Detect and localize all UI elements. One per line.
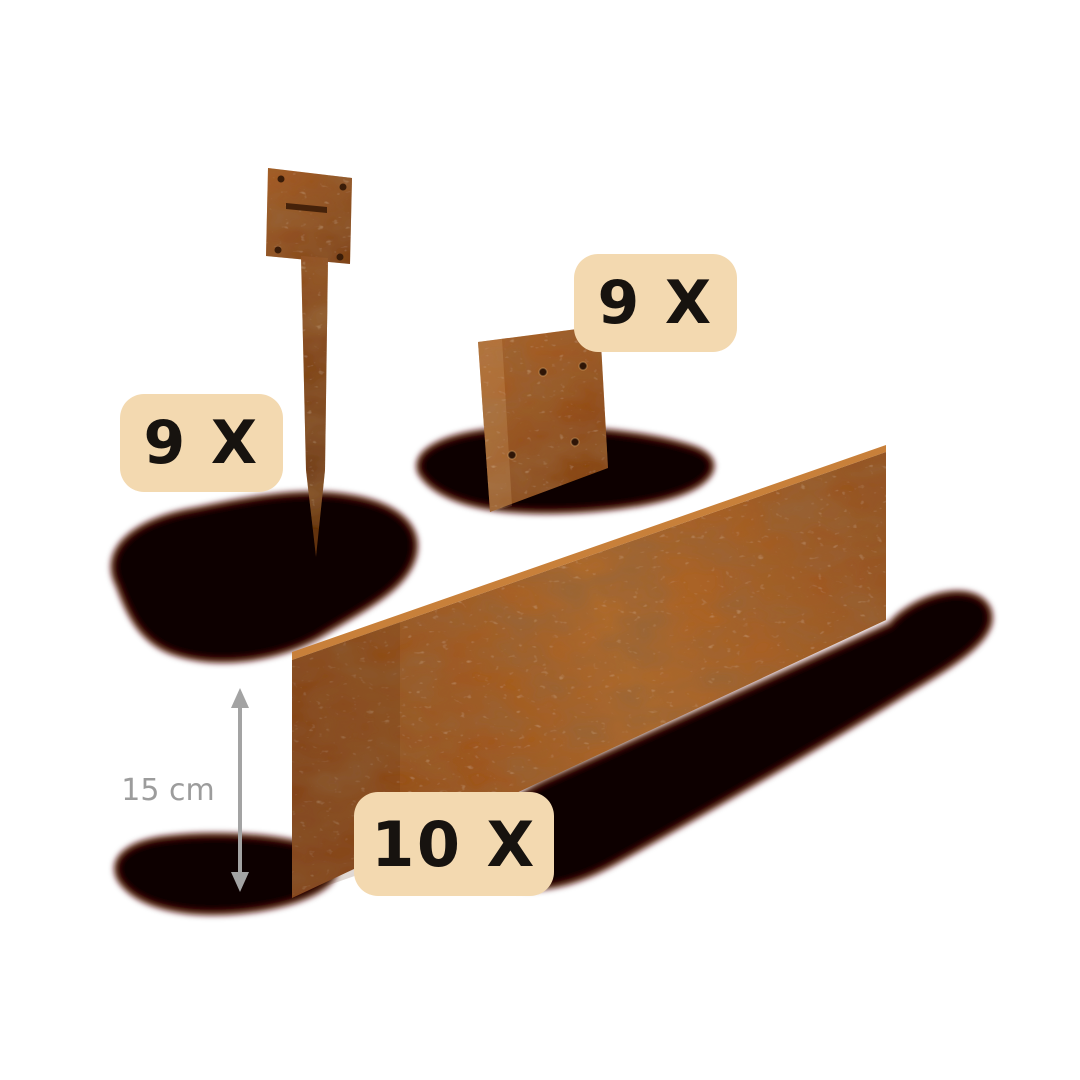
stake-hole xyxy=(339,183,347,191)
ground-stake xyxy=(266,168,352,557)
stake-spike xyxy=(301,256,328,557)
connector-hole xyxy=(507,450,517,460)
badge-stake-count: 9 X xyxy=(120,394,283,492)
stake-hole xyxy=(336,253,344,261)
arrowhead-up xyxy=(231,688,249,708)
badge-label: 10 X xyxy=(371,807,537,881)
height-dimension-arrow xyxy=(231,688,249,892)
badge-strip-count: 10 X xyxy=(354,792,554,896)
connector-plate xyxy=(478,326,608,512)
stake-hole xyxy=(274,246,282,254)
badge-connector-count: 9 X xyxy=(574,254,737,352)
stake-plate xyxy=(266,168,352,264)
arrowhead-down xyxy=(231,872,249,892)
connector-hole xyxy=(570,437,580,447)
badge-label: 9 X xyxy=(597,268,714,338)
connector-hole xyxy=(538,367,548,377)
stake-shadow xyxy=(110,490,419,664)
dimension-label: 15 cm xyxy=(121,773,215,808)
connector-fold-highlight xyxy=(478,339,512,512)
badge-label: 9 X xyxy=(143,408,260,478)
stake-hole xyxy=(277,175,285,183)
connector-hole xyxy=(578,361,588,371)
stake-slot xyxy=(286,203,327,213)
edging-strip-top-edge xyxy=(292,445,886,660)
